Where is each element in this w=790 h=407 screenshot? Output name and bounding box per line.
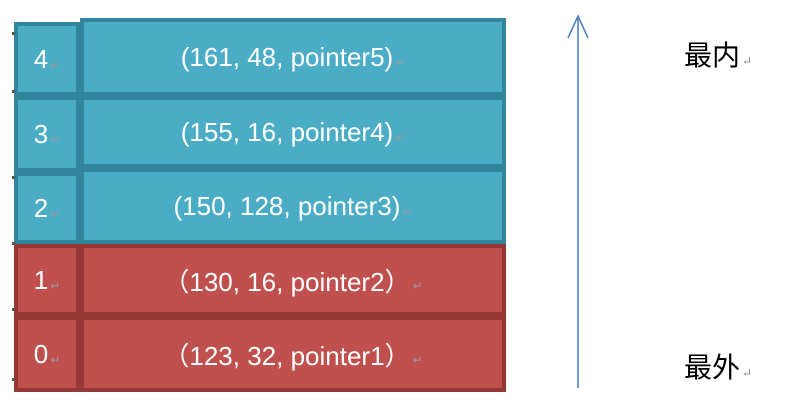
- paragraph-mark-icon: ↵: [412, 279, 423, 293]
- stack-value-cell: （123, 32, pointer1）↵: [80, 316, 506, 392]
- paragraph-mark-icon: ↵: [742, 366, 753, 380]
- stack-index-label: 2: [33, 192, 49, 223]
- row-marker-tick: [12, 308, 15, 311]
- paragraph-mark-icon: ↵: [50, 58, 61, 72]
- row-marker-tick: [12, 378, 15, 381]
- paragraph-mark-icon: ↵: [50, 133, 61, 147]
- stack-value-label: （130, 16, pointer2）: [163, 266, 411, 297]
- paragraph-mark-icon: ↵: [50, 207, 61, 221]
- stack-index-cell: 3↵: [14, 96, 80, 172]
- paragraph-mark-icon: ↵: [395, 56, 406, 70]
- paragraph-mark-icon: ↵: [402, 205, 413, 219]
- stack-index-label: 4: [33, 43, 49, 74]
- outermost-label-text: 最外: [684, 351, 741, 384]
- stack-index-label: 1: [33, 264, 49, 295]
- paragraph-mark-icon: ↵: [412, 353, 423, 367]
- stack-value-label: (150, 128, pointer3): [173, 190, 401, 221]
- arrow-head: [567, 14, 589, 39]
- innermost-label: 最内↵: [684, 34, 752, 74]
- direction-arrow-icon: [567, 14, 589, 388]
- stack-value-label: (161, 48, pointer5): [180, 41, 394, 72]
- stack-value-cell: （130, 16, pointer2）↵: [80, 244, 506, 316]
- stack-value-label: (155, 16, pointer4): [180, 116, 394, 147]
- paragraph-mark-icon: ↵: [395, 131, 406, 145]
- innermost-label-text: 最内: [684, 39, 741, 72]
- paragraph-mark-icon: ↵: [50, 279, 61, 293]
- stack-value-cell: (155, 16, pointer4)↵: [80, 96, 506, 168]
- pointer-stack: 4↵ (161, 48, pointer5)↵ 3↵ (155, 16, poi…: [12, 18, 506, 392]
- row-marker-tick: [12, 176, 15, 179]
- row-marker-tick: [12, 242, 15, 245]
- stack-index-label: 3: [33, 118, 49, 149]
- stack-index-cell: 0↵: [14, 316, 80, 392]
- outermost-label: 最外↵: [684, 346, 752, 386]
- stack-index-cell: 2↵: [14, 172, 80, 244]
- paragraph-mark-icon: ↵: [50, 353, 61, 367]
- stack-index-cell: 4↵: [14, 22, 80, 96]
- stack-value-cell: (161, 48, pointer5)↵: [80, 18, 506, 96]
- row-marker-tick: [12, 90, 15, 93]
- row-marker-tick: [12, 32, 15, 35]
- paragraph-mark-icon: ↵: [742, 54, 753, 68]
- stack-index-cell: 1↵: [14, 244, 80, 316]
- stack-value-label: （123, 32, pointer1）: [163, 340, 411, 371]
- stack-value-cell: (150, 128, pointer3)↵: [80, 168, 506, 244]
- stack-index-label: 0: [33, 338, 49, 369]
